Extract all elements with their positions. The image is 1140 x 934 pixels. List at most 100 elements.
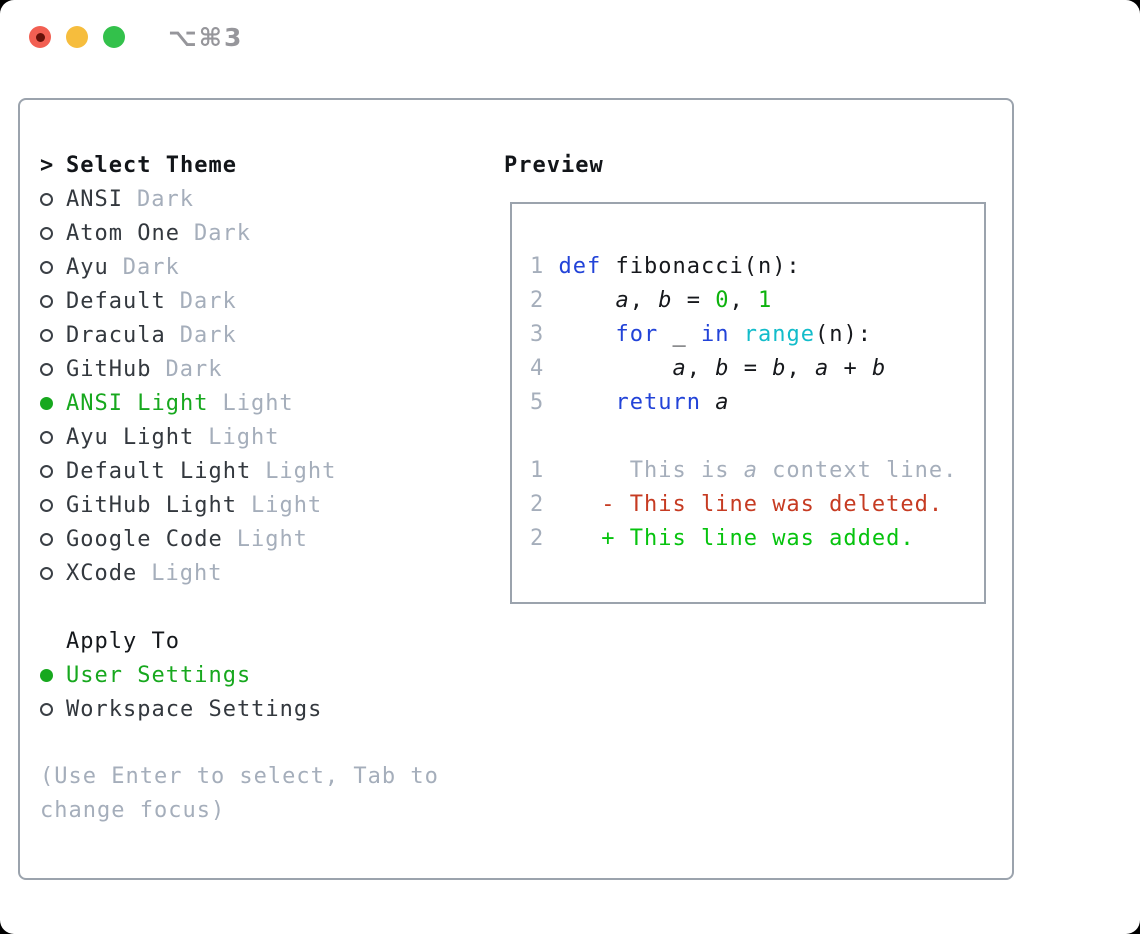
help-text: (Use Enter to select, Tab to change focu… bbox=[40, 764, 439, 823]
code-segment: (n): bbox=[814, 322, 872, 347]
code-segment: a bbox=[814, 356, 830, 381]
apply-to-option[interactable]: Workspace Settings bbox=[40, 692, 480, 726]
code-line: 4 a, b = b, a + b bbox=[530, 352, 984, 386]
apply-to-option[interactable]: User Settings bbox=[40, 658, 480, 692]
theme-option[interactable]: ANSI Dark bbox=[40, 182, 480, 216]
radio-bullet bbox=[40, 328, 66, 342]
code-segment bbox=[559, 356, 673, 381]
code-segment: + This line was added. bbox=[601, 526, 915, 551]
radio-bullet bbox=[40, 532, 66, 546]
theme-variant: Light bbox=[236, 526, 308, 552]
code-segment: a bbox=[743, 458, 758, 483]
code-line: 2 a, b = 0, 1 bbox=[530, 284, 984, 318]
code-segment bbox=[701, 390, 715, 415]
theme-name: ANSI Light bbox=[66, 390, 209, 416]
selection-pointer-icon: > bbox=[40, 152, 55, 178]
theme-option[interactable]: Default Dark bbox=[40, 284, 480, 318]
radio-bullet bbox=[40, 702, 66, 716]
code-segment: 2 bbox=[530, 288, 559, 313]
theme-variant: Light bbox=[151, 560, 223, 586]
code-segment bbox=[559, 322, 616, 347]
theme-name: GitHub Light bbox=[66, 492, 237, 518]
theme-name: Default Light bbox=[66, 458, 252, 484]
code-segment: 5 bbox=[530, 390, 559, 415]
radio-bullet bbox=[40, 294, 66, 308]
theme-name: Ayu bbox=[66, 254, 109, 280]
theme-list: ANSI Dark Atom One Dark Ayu Dark Default… bbox=[40, 182, 480, 590]
code-segment: b bbox=[772, 356, 787, 381]
zoom-button[interactable] bbox=[103, 26, 125, 48]
preview-header-row: Preview bbox=[504, 148, 992, 182]
radio-circle-icon bbox=[40, 498, 53, 512]
theme-option[interactable]: Dracula Dark bbox=[40, 318, 480, 352]
code-segment: = bbox=[672, 288, 716, 313]
theme-name: Default bbox=[66, 288, 166, 314]
code-segment: for bbox=[615, 322, 659, 347]
theme-option[interactable]: ANSI Light Light bbox=[40, 386, 480, 420]
code-line: 1 def fibonacci(n): bbox=[530, 250, 984, 284]
theme-option[interactable]: Ayu Light Light bbox=[40, 420, 480, 454]
apply-to-header-row: Apply To bbox=[40, 624, 480, 658]
code-segment: , bbox=[686, 356, 716, 381]
code-segment: This is bbox=[558, 458, 744, 483]
code-segment: 4 bbox=[530, 356, 559, 381]
code-segment: , bbox=[729, 288, 758, 313]
theme-variant: Dark bbox=[136, 186, 194, 212]
code-line: 1 This is a context line. bbox=[530, 454, 984, 488]
theme-name: Dracula bbox=[66, 322, 166, 348]
radio-circle-icon bbox=[40, 396, 53, 410]
code-segment: range bbox=[743, 322, 815, 347]
code-segment: = bbox=[729, 356, 773, 381]
code-segment: 0 bbox=[715, 288, 730, 313]
theme-name: ANSI bbox=[66, 186, 123, 212]
theme-selector-panel: > Select Theme ANSI Dark Atom One Dark A… bbox=[18, 98, 1014, 880]
radio-circle-icon bbox=[40, 532, 53, 546]
minimize-button[interactable] bbox=[66, 26, 88, 48]
code-segment: , bbox=[629, 288, 659, 313]
code-segment: b bbox=[658, 288, 673, 313]
code-segment: _ bbox=[658, 322, 701, 347]
theme-list-column: > Select Theme ANSI Dark Atom One Dark A… bbox=[40, 148, 480, 878]
radio-bullet bbox=[40, 430, 66, 444]
theme-variant: Light bbox=[208, 424, 280, 450]
code-segment bbox=[559, 288, 616, 313]
theme-variant: Light bbox=[222, 390, 294, 416]
radio-bullet bbox=[40, 668, 66, 682]
theme-name: Ayu Light bbox=[66, 424, 195, 450]
theme-variant: Dark bbox=[165, 356, 223, 382]
theme-option[interactable]: Ayu Dark bbox=[40, 250, 480, 284]
code-segment: b bbox=[871, 356, 887, 381]
code-segment: 1 bbox=[757, 288, 773, 313]
radio-circle-icon bbox=[40, 668, 53, 682]
radio-bullet bbox=[40, 362, 66, 376]
radio-circle-icon bbox=[40, 702, 53, 716]
theme-variant: Dark bbox=[122, 254, 180, 280]
radio-bullet bbox=[40, 226, 66, 240]
code-segment: , bbox=[786, 356, 815, 381]
theme-option[interactable]: Atom One Dark bbox=[40, 216, 480, 250]
code-segment bbox=[559, 526, 602, 551]
unsaved-dot-icon bbox=[35, 32, 45, 42]
titlebar: ⌥⌘3 bbox=[0, 0, 1140, 74]
theme-option[interactable]: GitHub Light Light bbox=[40, 488, 480, 522]
theme-option[interactable]: GitHub Dark bbox=[40, 352, 480, 386]
code-line: 5 return a bbox=[530, 386, 984, 420]
code-segment: context line. bbox=[757, 458, 958, 483]
code-segment bbox=[729, 322, 743, 347]
theme-name: Google Code bbox=[66, 526, 223, 552]
radio-circle-icon bbox=[40, 328, 53, 342]
theme-option[interactable]: Google Code Light bbox=[40, 522, 480, 556]
radio-circle-icon bbox=[40, 260, 53, 274]
code-segment: b bbox=[715, 356, 730, 381]
code-segment: - This line was deleted. bbox=[601, 492, 944, 517]
theme-option[interactable]: XCode Light bbox=[40, 556, 480, 590]
theme-option[interactable]: Default Light Light bbox=[40, 454, 480, 488]
select-theme-header-row: > Select Theme bbox=[40, 148, 480, 182]
code-segment: fibonacci(n): bbox=[601, 254, 801, 279]
code-segment: 1 bbox=[530, 254, 559, 279]
apply-to-header: Apply To bbox=[66, 628, 180, 654]
close-button[interactable] bbox=[29, 26, 51, 48]
code-segment: def bbox=[558, 254, 602, 279]
preview-header: Preview bbox=[504, 152, 604, 178]
